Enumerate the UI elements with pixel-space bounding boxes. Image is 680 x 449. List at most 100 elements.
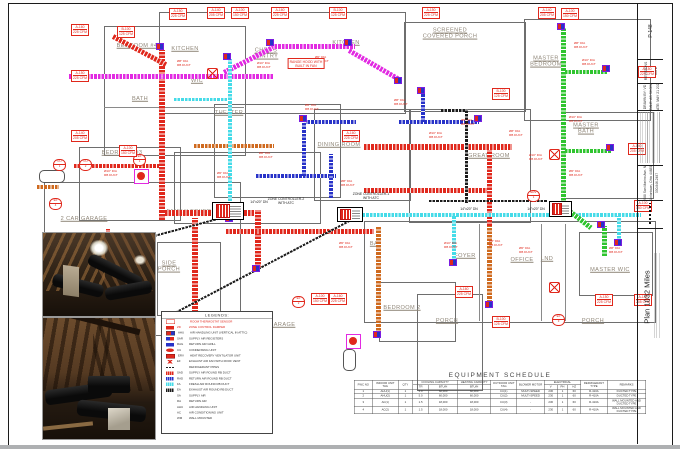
notes-fineprint	[640, 112, 661, 163]
duct-run-r	[159, 50, 165, 220]
duct-size-label: Ø6" DIA RB DUCT	[305, 103, 319, 111]
attic-photo-2	[42, 317, 156, 440]
room-label: SIDE PORCH	[157, 260, 181, 273]
duct-size-label: Ø10" DIA RB DUCT	[569, 115, 583, 123]
duct-size-label: Ø8" DIA RB DUCT	[341, 179, 355, 187]
schedule-cell: R-410A	[580, 405, 608, 415]
supply-register	[606, 144, 614, 151]
duct-run-m	[69, 74, 274, 79]
plan-note: 14"x20" DN	[460, 207, 478, 211]
duct-run-r	[364, 144, 512, 150]
schedule-cell: 60	[567, 398, 581, 407]
duct-run-o	[376, 227, 381, 334]
plan-note: 14"x20" DN	[527, 207, 545, 211]
duct-size-label: Ø6" DIA RB DUCT	[519, 246, 533, 254]
tb-plan-name: Plan 1032 Miles	[638, 228, 663, 443]
room-label: MASTER BEDROOM	[530, 55, 562, 68]
supply-register	[614, 239, 622, 246]
duct-size-label: Ø6" DIA RB DUCT	[461, 118, 475, 126]
cu-fan-icon	[348, 336, 357, 345]
duct-run-r	[255, 210, 261, 268]
duct-run-g	[561, 28, 566, 204]
plan-sheet: BEDROOM #4KITCHENCHEF'S PANTRYKITCHENSCR…	[8, 3, 673, 446]
legend-abbr: CU	[177, 348, 182, 352]
schedule-header: INDOOR UNIT TAG	[372, 379, 399, 390]
schedule-cell: -	[516, 405, 545, 415]
refpipe-icon	[166, 367, 174, 368]
none-icon	[166, 406, 174, 410]
legend-title: LEGENDS:	[162, 312, 272, 319]
supply-register	[373, 331, 381, 338]
room-label: PORCH	[435, 317, 459, 324]
address-line-1: 12088 San Marino Ave. NW	[643, 165, 647, 201]
duct-run-r	[364, 188, 488, 193]
schedule-cell: AC(1)	[372, 398, 399, 407]
duct-run-k	[465, 109, 468, 203]
room-label: SCREENED COVERED PORCH	[422, 27, 478, 40]
duct-run-g	[565, 149, 611, 153]
duct-run-k	[429, 200, 547, 202]
legend-abbr: EF	[177, 360, 181, 364]
none-icon	[166, 394, 174, 398]
cu-icon	[166, 348, 174, 353]
legend-abbr: FA	[177, 382, 181, 386]
duct-size-label: Ø8" DIA RB DUCT	[574, 41, 588, 49]
room-label: WIC	[190, 77, 204, 84]
schedule-header: OUTDOOR UNIT TAG	[490, 379, 518, 390]
interior-wall	[479, 224, 480, 321]
duct-run-b	[256, 174, 336, 178]
supply-register	[266, 39, 274, 46]
supply-register	[474, 115, 482, 122]
attic-photo-1	[42, 232, 156, 317]
tb-revisions: REVISIONS DATE	[638, 59, 663, 84]
room-label: DINING ROOM	[317, 141, 361, 148]
plan-note: ZONE CONTROLLER-2 WITH ATC	[267, 197, 305, 206]
duct-run-b	[399, 120, 479, 124]
schedule-cell: 1	[397, 405, 413, 415]
sheet-number: P-148	[647, 24, 654, 38]
drawn-by: DRAWN BY: VD	[642, 84, 647, 109]
room-label: BEDROOM #3	[101, 149, 143, 156]
duct-size-label: Ø6" DIA RB DUCT	[569, 169, 583, 177]
ahu-coil	[215, 204, 230, 218]
room-label: 2 CAR GARAGE	[60, 215, 108, 222]
legend-desc: EXHAUST AIR ROUND RB DUCT	[189, 388, 234, 392]
logo-mark	[649, 203, 651, 224]
schedule-cell: CU(4)	[490, 405, 518, 415]
schedule-header: BLOWER MOTOR	[516, 379, 545, 390]
interior-wall	[565, 224, 566, 321]
skylight	[90, 239, 109, 256]
wall	[314, 109, 411, 201]
duct-run-c	[174, 98, 228, 101]
schedule-cell: 4	[353, 405, 373, 415]
supply-register	[156, 43, 164, 50]
legend-desc: RETURN AIR	[189, 400, 207, 404]
outdoor-unit	[39, 170, 65, 183]
legend-desc: AIR CONDITIONING UNIT	[189, 411, 224, 415]
legend-abbr: AHU	[178, 331, 185, 335]
duct-size-label: Ø10" DIA RB DUCT	[429, 131, 443, 139]
ahu-icon	[166, 330, 175, 336]
schedule-cell: AC(2)	[372, 405, 399, 415]
ahu-grille	[562, 204, 570, 214]
floor-plan: BEDROOM #4KITCHENCHEF'S PANTRYKITCHENSCR…	[9, 4, 656, 445]
tb-logo	[638, 200, 663, 229]
none-icon	[166, 400, 174, 404]
duct-run-r	[192, 218, 198, 334]
duct-run-g	[565, 70, 607, 74]
